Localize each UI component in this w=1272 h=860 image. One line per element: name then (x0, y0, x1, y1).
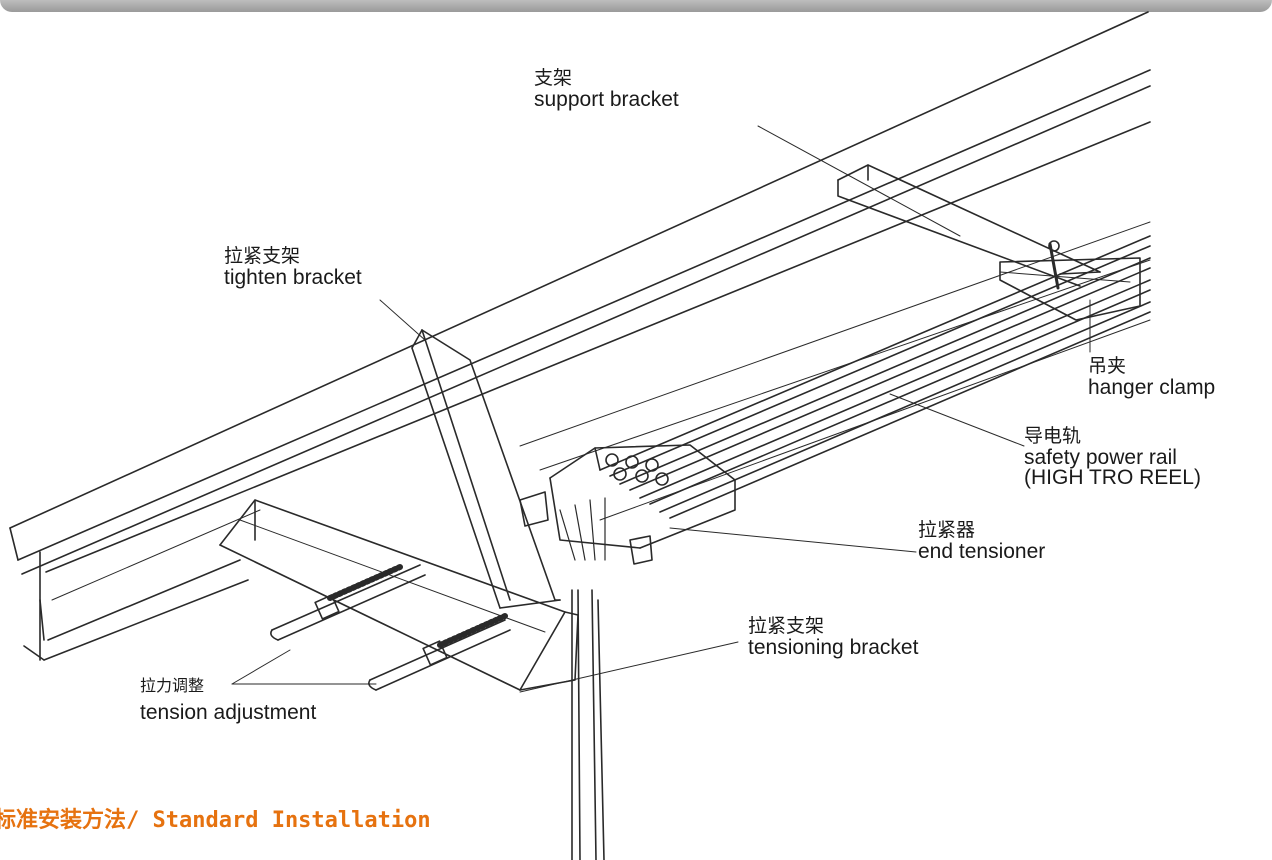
label-en: tensioning bracket (748, 636, 919, 659)
label-tighten-bracket: 拉紧支架 tighten bracket (224, 245, 362, 289)
label-end-tensioner: 拉紧器 end tensioner (918, 519, 1046, 563)
label-en: safety power rail (1024, 446, 1177, 469)
label-cn: 吊夹 (1088, 355, 1127, 377)
tension-springs (270, 564, 511, 691)
power-rail-part (599, 235, 1151, 519)
label-en: tension adjustment (140, 701, 317, 724)
label-cn: 拉紧支架 (748, 615, 825, 637)
end-tensioner-part (519, 444, 736, 565)
leader-lines (231, 125, 1091, 693)
label-tension-adjustment: 拉力调整 tension adjustment (140, 676, 316, 723)
label-tensioning-bracket: 拉紧支架 tensioning bracket (748, 615, 919, 659)
tighten-bracket-part (411, 329, 561, 609)
label-en: support bracket (534, 88, 679, 111)
label-hanger-clamp: 吊夹 hanger clamp (1088, 355, 1216, 399)
header-bar (0, 0, 1272, 12)
base-plate (219, 499, 579, 691)
label-cn: 拉力调整 (140, 676, 205, 695)
label-cn: 拉紧支架 (224, 245, 301, 267)
label-en: tighten bracket (224, 266, 362, 289)
feed-cable (571, 589, 605, 860)
label-cn: 拉紧器 (918, 519, 976, 541)
label-en: hanger clamp (1088, 376, 1216, 399)
label-cn: 导电轨 (1024, 425, 1082, 447)
label-support-bracket: 支架 support bracket (534, 67, 679, 111)
i-beam-girder (9, 11, 1151, 661)
label-en: end tensioner (918, 540, 1046, 563)
label-power-rail: 导电轨 safety power rail (HIGH TRO REEL) (1024, 425, 1201, 489)
label-en-model: (HIGH TRO REEL) (1024, 466, 1201, 489)
label-cn: 支架 (534, 67, 573, 89)
page-title: 标准安装方法/ Standard Installation (0, 808, 431, 833)
